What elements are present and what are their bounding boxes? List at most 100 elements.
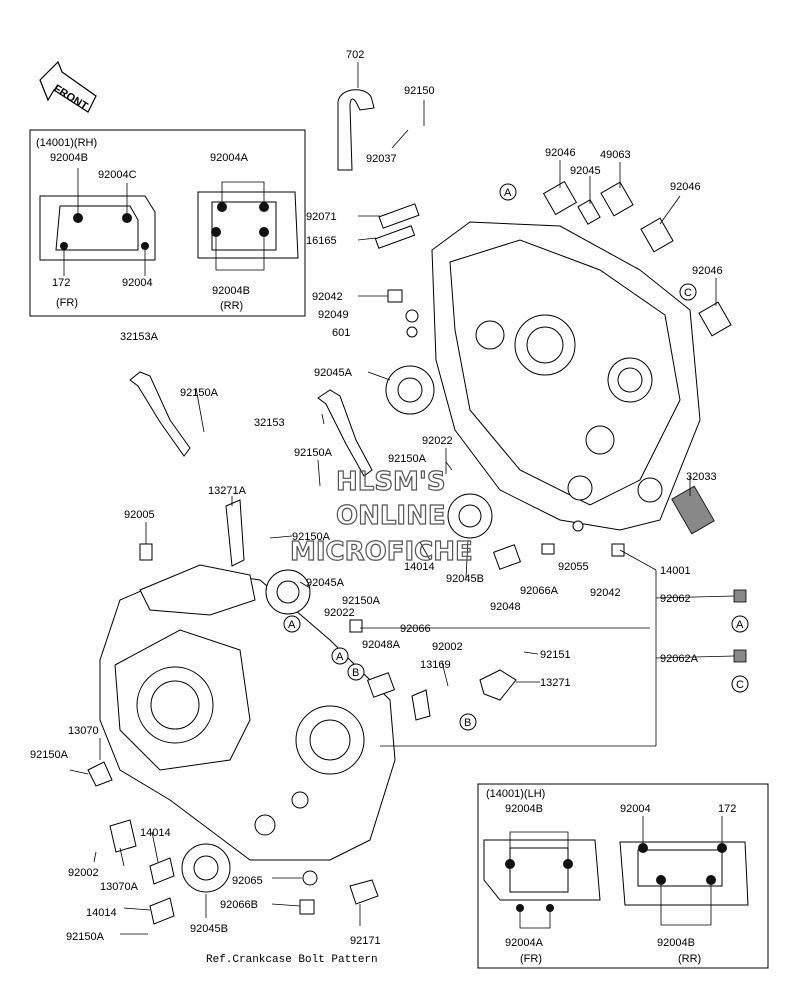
part-label-92171: 92171 <box>350 935 381 947</box>
part-label-16165: 16165 <box>306 235 337 247</box>
inset-lh-label-2: 92004 <box>620 803 651 815</box>
bearing-92045a-lower <box>265 569 311 615</box>
plug-92062 <box>733 589 747 603</box>
part-label-92150a-d: 92150A <box>292 531 331 543</box>
bracket-13271 <box>479 669 517 701</box>
part-label-92150: 92150 <box>404 85 435 97</box>
callout-a-3: A <box>336 651 344 663</box>
part-label-92045a-b: 92045A <box>306 577 345 589</box>
part-label-92150a-e: 92150A <box>342 595 381 607</box>
inset-lh-crankcase-rr <box>619 816 749 926</box>
part-label-92042-b: 92042 <box>590 587 621 599</box>
part-label-601: 601 <box>332 327 350 339</box>
bearing-92045b-upper <box>447 493 493 539</box>
inset-rh-label-3: 92004A <box>210 152 249 164</box>
watermark-line-1: HLSM'S <box>336 467 446 497</box>
bearing-92045a-upper <box>385 365 435 415</box>
inset-lh-label-4: 92004A <box>505 937 544 949</box>
part-label-92037: 92037 <box>366 153 397 165</box>
seal-92048a <box>366 672 396 698</box>
footer-note: Ref.Crankcase Bolt Pattern <box>206 954 378 966</box>
part-label-92049: 92049 <box>318 309 349 321</box>
inset-rh-crankcase-rr <box>197 181 299 271</box>
callouts: A A A A B B C C <box>283 183 749 731</box>
ball-601 <box>406 326 418 338</box>
bracket-13271a <box>225 499 245 567</box>
inset-rh-label-1: 92004B <box>50 152 88 164</box>
crankcase-right-half <box>431 221 701 531</box>
part-label-92150a-g: 92150A <box>66 931 105 943</box>
inset-lh-title: (14001)(LH) <box>486 788 545 800</box>
seal-92048 <box>492 544 522 570</box>
inset-rh-box <box>29 129 306 317</box>
bearing-92045b-lower <box>181 843 231 893</box>
needle-bearing-92046-c <box>698 301 732 337</box>
needle-bearing-92046-a <box>542 180 578 216</box>
inset-lh-box <box>477 783 769 969</box>
callout-c-2: C <box>736 679 744 691</box>
callout-a-4: A <box>736 619 744 631</box>
inset-lh-label-1: 92004B <box>505 803 543 815</box>
watermark-line-2: ONLINE <box>336 501 446 531</box>
inset-rh-fr: (FR) <box>56 297 78 309</box>
filter-32033 <box>671 485 715 535</box>
inset-rh-title: (14001)(RH) <box>36 137 97 149</box>
part-label-92046-c: 92046 <box>692 265 723 277</box>
clamp-92171 <box>349 879 379 905</box>
part-label-92065: 92065 <box>232 875 263 887</box>
watermark: HLSM'S ONLINE MICROFICHE <box>289 466 473 567</box>
part-label-14001: 14001 <box>660 565 691 577</box>
part-label-13070: 13070 <box>68 725 99 737</box>
seal-16165 <box>374 225 416 249</box>
part-label-92022-a: 92022 <box>422 435 453 447</box>
dowel-92066 <box>349 619 363 633</box>
plate-13070a <box>109 819 137 853</box>
part-labels: 702 92150 92037 92046 92045 49063 92046 … <box>30 49 723 947</box>
part-label-92045a-a: 92045A <box>314 367 353 379</box>
part-label-14014-b: 14014 <box>140 827 171 839</box>
needle-bearing-92046-b <box>640 217 674 253</box>
crankcase-left-half <box>99 564 396 861</box>
part-label-92048: 92048 <box>490 601 521 613</box>
inset-rh-crankcase-fr <box>39 168 156 276</box>
part-label-92066a: 92066A <box>520 585 559 597</box>
breather-hose-702 <box>337 89 375 171</box>
part-label-32153: 32153 <box>254 417 285 429</box>
oil-pipe-32153a <box>129 371 191 457</box>
part-label-92066b: 92066B <box>220 899 258 911</box>
part-label-92150a-b: 92150A <box>294 447 333 459</box>
part-label-49063: 49063 <box>600 149 631 161</box>
inset-lh-label-3: 172 <box>718 803 736 815</box>
part-label-92062: 92062 <box>660 593 691 605</box>
part-label-92022-b: 92022 <box>324 607 355 619</box>
inset-rh-label-2: 92004C <box>98 169 137 181</box>
callout-a-1: A <box>504 187 512 199</box>
part-label-92055: 92055 <box>558 561 589 573</box>
seal-92045 <box>577 199 601 225</box>
part-label-92045b-a: 92045B <box>446 573 484 585</box>
dowel-92005 <box>139 543 153 561</box>
plug-92062a <box>733 649 747 663</box>
inset-lh-label-5: 92004B <box>657 937 695 949</box>
dowel-92042-lower <box>611 543 625 557</box>
part-label-92045: 92045 <box>570 165 601 177</box>
part-label-92150a-f: 92150A <box>30 749 69 761</box>
plate-13070 <box>87 761 113 787</box>
dowel-92066a <box>541 543 555 555</box>
plate-13169 <box>411 689 431 721</box>
oil-pipe-32153 <box>317 389 373 477</box>
part-label-92002-a: 92002 <box>432 641 463 653</box>
inset-rh-label-6: 92004B <box>212 285 250 297</box>
bracket-14014-a <box>149 857 175 885</box>
part-label-92005: 92005 <box>124 509 155 521</box>
part-label-13271a: 13271A <box>208 485 247 497</box>
inset-rh-rr: (RR) <box>220 300 243 312</box>
leader-lines <box>69 62 735 935</box>
callout-b-1: B <box>352 667 359 679</box>
part-label-92151: 92151 <box>540 649 571 661</box>
washer-92065 <box>302 870 318 886</box>
front-arrow-icon: FRONT <box>39 60 97 113</box>
part-label-13070a: 13070A <box>100 881 139 893</box>
